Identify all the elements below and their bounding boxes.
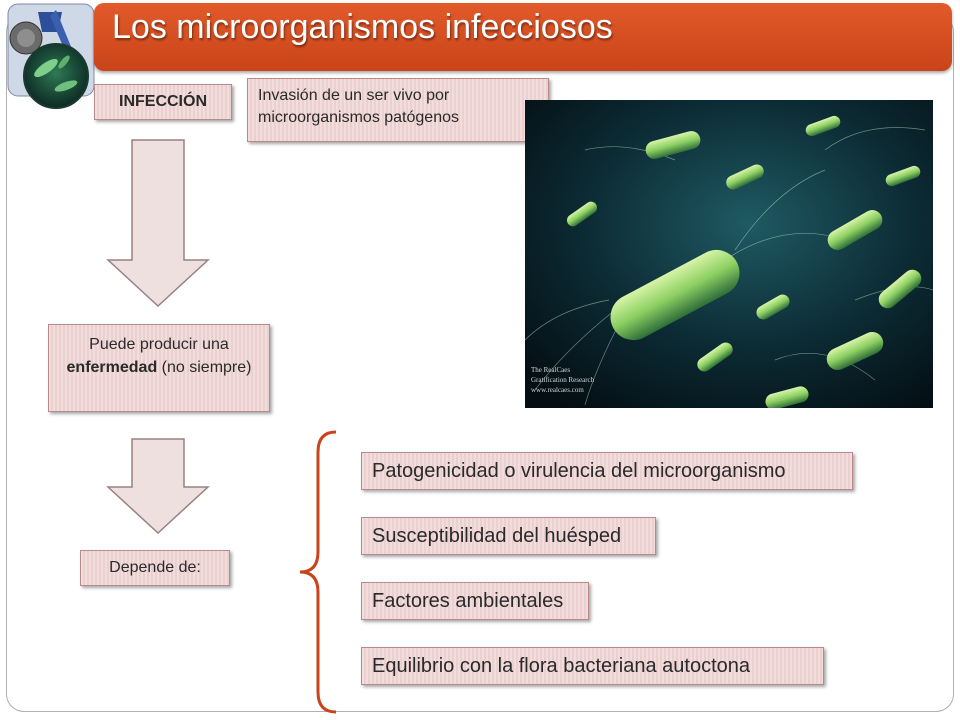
watermark-line-2: Gratification Research: [531, 376, 595, 384]
depende-box: Depende de:: [80, 550, 230, 586]
curly-brace-icon: [299, 430, 337, 714]
microscope-logo-icon: [7, 3, 95, 109]
factor-item: Factores ambientales: [361, 582, 589, 620]
watermark-line-3: www.realcaes.com: [531, 386, 584, 394]
enfermedad-text-after: (no siempre): [157, 359, 252, 376]
factor-item: Patogenicidad o virulencia del microorga…: [361, 452, 853, 490]
title-bar: [94, 3, 952, 71]
definition-box: Invasión de un ser vivo por microorganis…: [247, 78, 549, 142]
enfermedad-text-bold: enfermedad: [66, 359, 158, 376]
slide-title: Los microorganismos infecciosos: [112, 8, 613, 46]
down-arrow-1-icon: [106, 139, 210, 308]
factor-item: Susceptibilidad del huésped: [361, 517, 656, 555]
down-arrow-2-icon: [106, 438, 210, 535]
enfermedad-box: Puede producir una enfermedad (no siempr…: [48, 324, 270, 412]
enfermedad-text-before: Puede producir una: [89, 336, 229, 353]
infeccion-box: INFECCIÓN: [94, 84, 232, 120]
watermark-line-1: The RealCaes: [531, 366, 570, 374]
factor-item: Equilibrio con la flora bacteriana autoc…: [361, 647, 824, 685]
bacteria-photo: The RealCaes Gratification Research www.…: [525, 100, 933, 408]
